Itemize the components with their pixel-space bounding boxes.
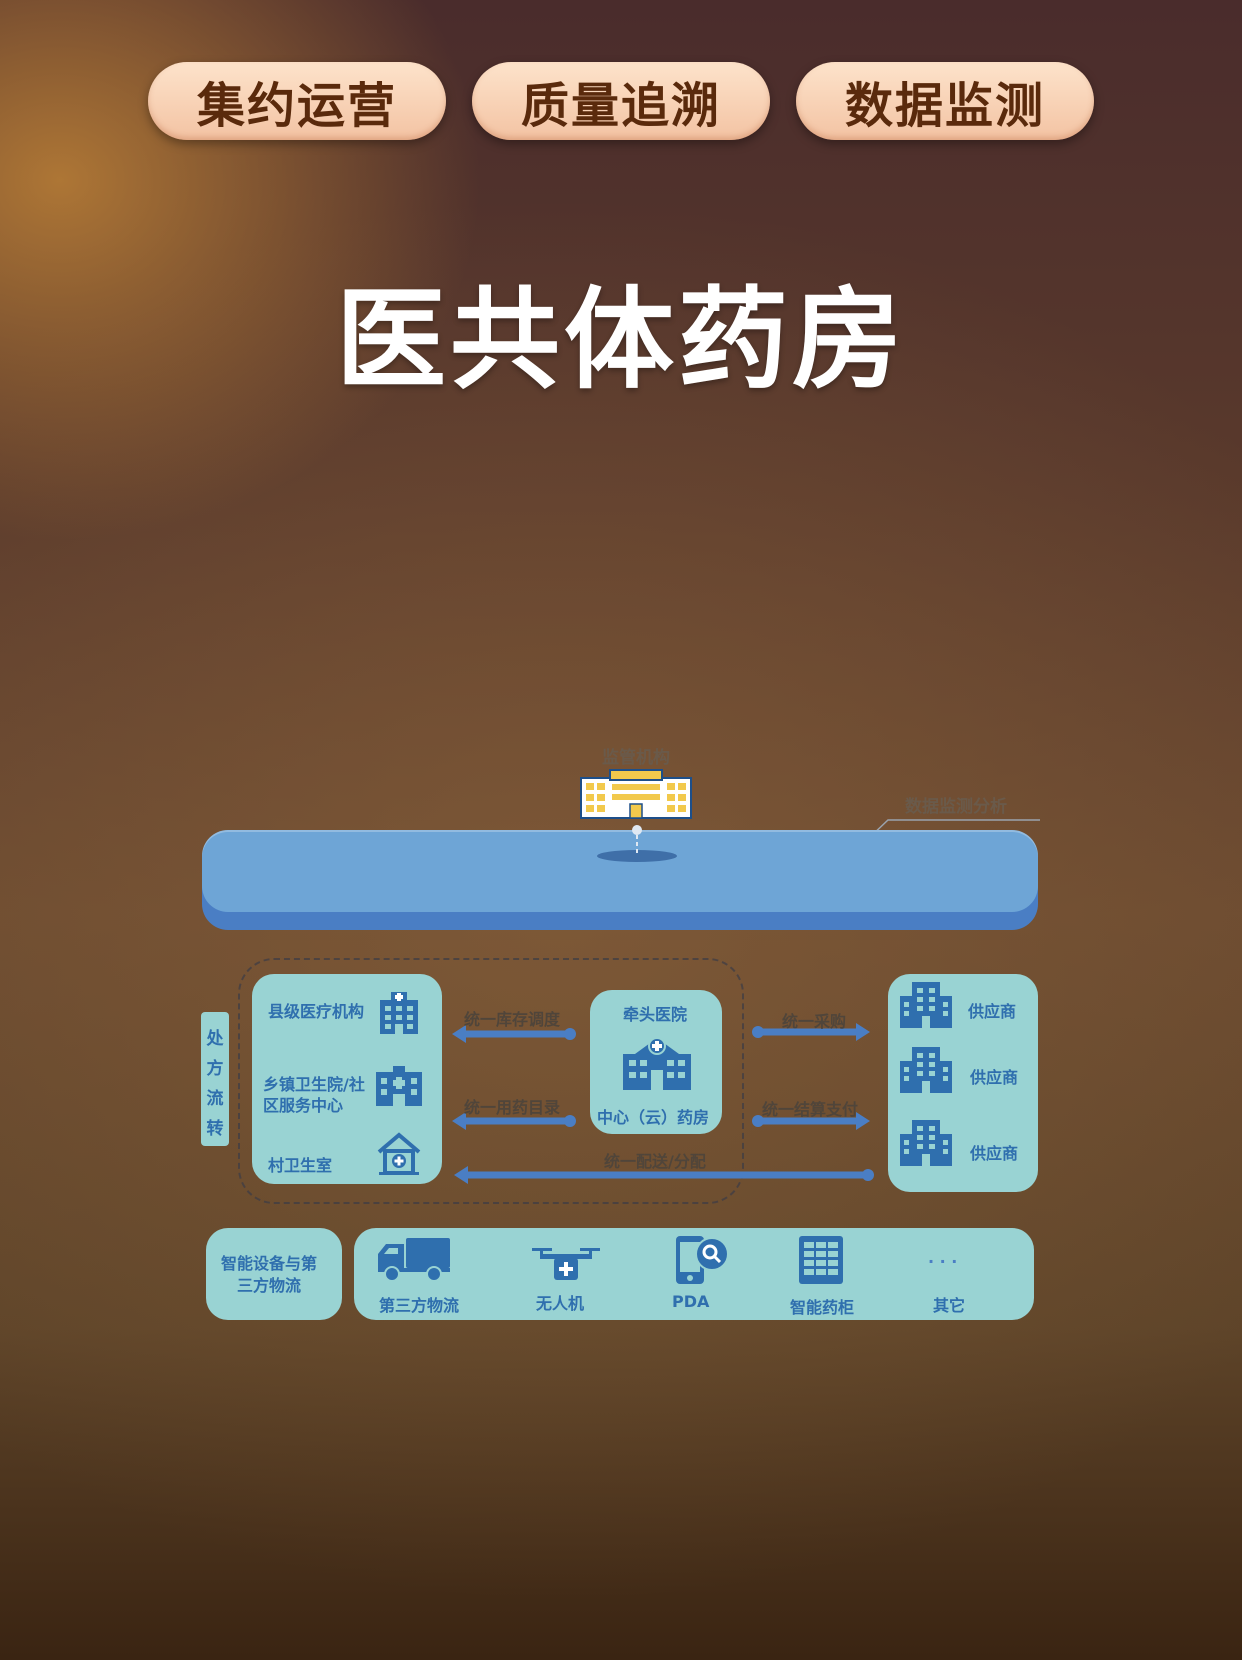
village-clinic-label: 村卫生室 [268, 1156, 333, 1175]
regulator-building-icon [580, 769, 692, 819]
village-clinic-icon [377, 1132, 421, 1175]
pda-icon [676, 1236, 729, 1284]
lead-hospital-label: 牵头医院 [623, 1005, 688, 1024]
data-platform [202, 830, 1038, 912]
prescription-flow-tag: 处 方 流 转 [201, 1012, 229, 1146]
unified-settlement-label: 统一结算支付 [762, 1100, 859, 1119]
tag-quality-traceability: 质量追溯 [472, 62, 770, 140]
devices-label-line2: 三方物流 [237, 1276, 302, 1295]
drone-icon [532, 1248, 600, 1280]
side-char: 方 [206, 1059, 224, 1079]
device-label-other: 其它 [933, 1296, 966, 1315]
devices-logistics-tag [206, 1228, 342, 1320]
device-label-pda: PDA [672, 1292, 710, 1311]
supplier-building-icon [900, 1120, 952, 1166]
device-label-smart-cabinet: 智能药柜 [790, 1298, 855, 1317]
smart-cabinet-icon [799, 1236, 843, 1284]
tag-intensive-operation: 集约运营 [148, 62, 446, 140]
platform-pin-icon [597, 825, 677, 862]
unified-delivery-label: 统一配送/分配 [604, 1152, 706, 1171]
county-hospital-icon [380, 992, 418, 1034]
medical-alliance-group [238, 958, 744, 1204]
township-hospital-icon [376, 1066, 422, 1106]
page-title: 医共体药房 [336, 276, 906, 404]
unified-inventory-label: 统一库存调度 [464, 1010, 561, 1029]
regulator-label: 监管机构 [602, 748, 670, 768]
side-char: 转 [206, 1119, 224, 1139]
county-medical-label: 县级医疗机构 [268, 1002, 365, 1021]
devices-label-line1: 智能设备与第 [221, 1254, 318, 1273]
central-cloud-pharmacy-label: 中心（云）药房 [597, 1108, 710, 1127]
supplier-label: 供应商 [970, 1068, 1019, 1087]
supplier-building-icon [900, 1047, 952, 1093]
tag-data-monitoring: 数据监测 [796, 62, 1094, 140]
truck-icon [378, 1238, 450, 1282]
supplier-label: 供应商 [970, 1144, 1019, 1163]
side-char: 处 [206, 1029, 224, 1049]
side-char: 流 [206, 1089, 224, 1109]
supplier-label: 供应商 [968, 1002, 1017, 1021]
supplier-building-icon [900, 982, 952, 1028]
more-ellipsis-icon: · · · [928, 1252, 958, 1271]
lead-hospital-icon [623, 1037, 691, 1090]
unified-purchase-label: 统一采购 [782, 1012, 847, 1031]
township-hospital-label-line1: 乡镇卫生院/社 [263, 1075, 365, 1094]
monitor-analysis-label: 数据监测分析 [905, 797, 1007, 817]
device-label-drone: 无人机 [536, 1294, 585, 1313]
device-label-logistics: 第三方物流 [379, 1296, 460, 1315]
township-hospital-label-line2: 区服务中心 [263, 1096, 344, 1115]
unified-catalog-label: 统一用药目录 [464, 1098, 561, 1117]
